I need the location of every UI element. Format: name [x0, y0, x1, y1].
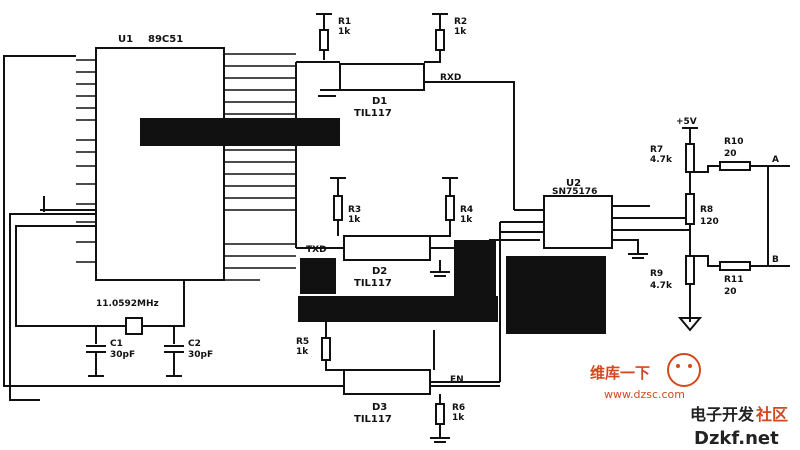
u2-redacted-block — [506, 256, 606, 334]
d3-ref: D3 — [372, 402, 387, 413]
d1-ref: D1 — [372, 96, 387, 107]
r1-val: 1k — [338, 27, 351, 37]
u1-right-pins — [224, 53, 296, 281]
resistor-r11 — [719, 261, 751, 271]
c1-val: 30pF — [110, 350, 135, 360]
capacitor-c2: C2 30pF — [164, 326, 213, 377]
r4-ref: R4 — [460, 205, 473, 215]
d1-part: TIL117 — [354, 108, 392, 119]
crystal-y1 — [125, 317, 143, 335]
r10-ref: R10 — [724, 137, 743, 147]
d2-txd: TXD — [306, 245, 327, 255]
watermark-cn: 维库一下 — [590, 364, 650, 382]
u1-ref: U1 — [118, 34, 133, 45]
r7-val: 4.7k — [650, 155, 673, 165]
watermark-url: www.dzsc.com — [604, 388, 685, 401]
u1-part: 89C51 — [148, 34, 183, 45]
r6-val: 1k — [452, 413, 465, 423]
u1-redacted-block — [140, 118, 340, 146]
resistor-r7 — [685, 143, 695, 173]
r3-ref: R3 — [348, 205, 361, 215]
crystal-label: 11.0592MHz — [96, 299, 159, 309]
r11-val: 20 — [724, 287, 737, 297]
r9-val: 4.7k — [650, 281, 673, 291]
d3-part: TIL117 — [354, 414, 392, 425]
resistor-r10 — [719, 161, 751, 171]
r4-val: 1k — [460, 215, 473, 225]
d2-ref: D2 — [372, 266, 387, 277]
r7-ref: R7 — [650, 145, 663, 155]
d2-redacted-bar — [298, 296, 498, 322]
r10-val: 20 — [724, 149, 737, 159]
watermark-cn2-b: 社区 — [755, 405, 788, 424]
d2-part: TIL117 — [354, 278, 392, 289]
d2-redacted-block — [300, 258, 336, 294]
r8-val: 120 — [700, 217, 719, 227]
crystal-circuit: 11.0592MHz C1 30pF C2 30pF — [86, 299, 213, 377]
r6-ref: R6 — [452, 403, 465, 413]
output-b: B — [772, 255, 779, 265]
watermark-cn2-a: 电子开发 — [690, 405, 755, 424]
d3-en: EN — [450, 375, 464, 385]
r11-ref: R11 — [724, 275, 743, 285]
watermark-logo: Dzkf.net — [694, 428, 779, 449]
u1-body — [95, 47, 225, 281]
optocoupler-d2: R3 1k R4 1k TXD D2 TIL117 — [296, 177, 540, 322]
r2-ref: R2 — [454, 17, 467, 27]
output-network: R7 4.7k R8 120 R9 4.7k R10 20 R11 20 +5V… — [650, 117, 790, 332]
output-a: A — [772, 155, 779, 165]
r1-ref: R1 — [338, 17, 351, 27]
c1-ref: C1 — [110, 339, 123, 349]
capacitor-c1: C1 30pF — [86, 326, 135, 377]
r5-val: 1k — [296, 347, 309, 357]
c2-ref: C2 — [188, 339, 201, 349]
mascot-icon — [667, 353, 701, 387]
d2-redacted-side — [454, 240, 496, 296]
watermark-dzsc: 维库一下 www.dzsc.com — [590, 353, 701, 401]
d1-rxd: RXD — [440, 73, 461, 83]
r2-val: 1k — [454, 27, 467, 37]
u1-left-pins — [76, 59, 96, 263]
r9-ref: R9 — [650, 269, 663, 279]
c2-val: 30pF — [188, 350, 213, 360]
u1-microcontroller: U1 89C51 — [76, 34, 340, 281]
vcc-label: +5V — [676, 117, 697, 127]
r8-ref: R8 — [700, 205, 713, 215]
optocoupler-d3: R5 1k R6 1k EN D3 TIL117 — [296, 310, 500, 443]
watermark-dzkf: 电子开发 社区 Dzkf.net — [690, 405, 788, 449]
resistor-r8 — [685, 193, 695, 225]
u2-ref: U2 — [566, 178, 581, 189]
r3-val: 1k — [348, 215, 361, 225]
left-bus-wires — [3, 55, 500, 401]
u2-part: SN75176 — [552, 187, 597, 197]
resistor-r9 — [685, 255, 695, 285]
u2-transceiver: U2 SN75176 — [499, 178, 690, 382]
optocoupler-d1: R1 1k R2 1k RXD D1 TIL117 — [295, 13, 515, 248]
r5-ref: R5 — [296, 337, 309, 347]
